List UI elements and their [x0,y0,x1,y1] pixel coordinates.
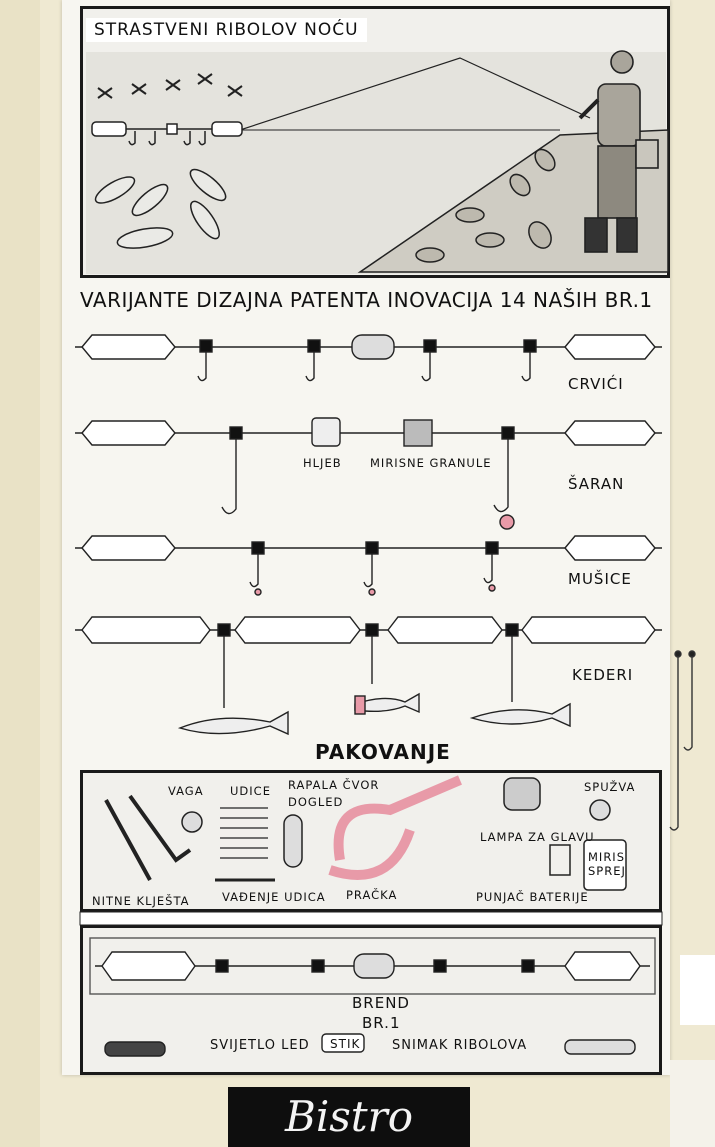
packaging-title: PAKOVANJE [315,740,451,764]
rig-row-kederi [75,616,662,736]
packaging-panel [80,770,662,912]
label-spuzva: SPUŽVA [584,780,636,794]
row-label-kederi: KEDERI [572,666,634,684]
item-label-granule: MIRISNE GRANULE [370,456,492,470]
brand-rig [89,937,656,1057]
row-label-saran: ŠARAN [568,475,625,493]
label-rapala: RAPALA ČVOR [288,778,380,792]
label-svjetlo: SVIJETLO LED [210,1038,310,1053]
label-vadenje: VAĐENJE UDICA [222,890,326,904]
label-pracka: PRAČKA [346,888,398,902]
label-vaga: VAGA [168,784,204,798]
label-udice: UDICE [230,784,271,798]
poster-title: STRASTVENI RIBOLOV NOĆU [86,18,367,42]
wall-note-lower [670,1060,715,1147]
label-br1: BR.1 [362,1014,401,1032]
label-lampa: LAMPA ZA GLAVU [480,830,595,844]
label-dogled: DOGLED [288,795,344,809]
rig-row-musice [75,535,662,596]
label-stik: STIK [330,1037,361,1051]
label-punjac: PUNJAČ BATERIJE [476,890,589,904]
rig-row-saran [75,417,662,530]
packaging-drawings [104,775,627,891]
row-label-crvici: CRVIĆI [568,375,624,393]
poster-subtitle: VARIJANTE DIZAJNA PATENTA INOVACIJA 14 N… [80,288,653,312]
label-miris: MIRIS SPREJ [588,850,626,878]
wall-background [0,0,40,1147]
wall-hooks [669,650,696,831]
label-kljesta: NITNE KLJEŠTA [92,894,190,908]
label-brend: BREND [352,994,410,1012]
bistro-sign: Bistro [228,1087,470,1147]
row-label-musice: MUŠICE [568,570,632,588]
item-label-hljeb: HLJEB [303,456,342,470]
label-snimak: SNIMAK RIBOLOVA [392,1038,528,1053]
rig-rows [75,334,662,736]
wall-note [680,955,715,1025]
rig-row-crvici [75,334,662,382]
night-scene [86,50,669,274]
